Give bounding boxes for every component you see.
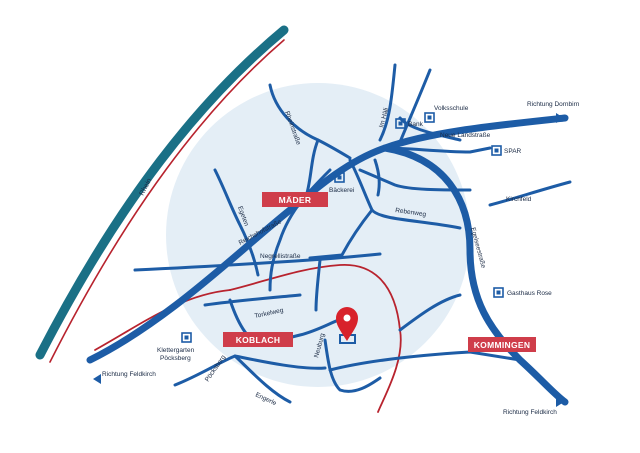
poi-gasthaus-rose: Gasthaus Rose bbox=[493, 287, 552, 298]
climbing-icon bbox=[181, 332, 192, 343]
svg-text:KOMMINGEN: KOMMINGEN bbox=[474, 340, 531, 350]
restaurant-icon bbox=[493, 287, 504, 298]
poi-spar: SPAR bbox=[491, 145, 522, 156]
direction-feldkirch-right: Richtung Feldkirch bbox=[503, 397, 564, 416]
svg-text:KOBLACH: KOBLACH bbox=[236, 335, 281, 345]
school-icon bbox=[424, 112, 435, 123]
svg-text:Richtung Feldkirch: Richtung Feldkirch bbox=[102, 371, 156, 378]
svg-text:Richtung Feldkirch: Richtung Feldkirch bbox=[503, 409, 557, 416]
svg-text:Gasthaus Rose: Gasthaus Rose bbox=[507, 290, 552, 297]
bakery-icon bbox=[334, 172, 345, 183]
street-label: Negrellistraße bbox=[260, 253, 301, 260]
direction-arrow-icon bbox=[556, 113, 564, 123]
river-bank-line bbox=[49, 39, 285, 363]
main-road bbox=[86, 114, 569, 364]
street-label: Im Häli bbox=[378, 107, 390, 128]
location-pin-icon bbox=[336, 307, 358, 344]
svg-text:Richtung Dornbirn: Richtung Dornbirn bbox=[527, 101, 580, 108]
bank-icon bbox=[395, 118, 406, 129]
poi-volksschule: Volksschule bbox=[424, 105, 469, 123]
main-road bbox=[381, 144, 569, 406]
place-koblach: KOBLACH bbox=[223, 332, 293, 347]
area-circle bbox=[166, 83, 470, 387]
direction-arrow-icon bbox=[93, 374, 101, 384]
svg-text:Bank: Bank bbox=[408, 121, 424, 128]
direction-arrow-icon bbox=[556, 397, 564, 407]
poi-klettergarten: Klettergarten Pöcksberg bbox=[157, 332, 195, 362]
street-label: Engerle bbox=[254, 391, 278, 407]
railway-line bbox=[229, 264, 402, 413]
svg-text:Volksschule: Volksschule bbox=[434, 105, 469, 112]
place-kommingen: KOMMINGEN bbox=[468, 337, 536, 352]
direction-dornbirn: Richtung Dornbirn bbox=[527, 101, 580, 123]
street-label: Neue Landstraße bbox=[440, 132, 491, 139]
svg-text:SPAR: SPAR bbox=[504, 148, 522, 155]
svg-text:Bäckerei: Bäckerei bbox=[329, 187, 354, 194]
river-rhein bbox=[35, 25, 289, 360]
svg-text:MÄDER: MÄDER bbox=[279, 195, 312, 205]
direction-feldkirch-left: Richtung Feldkirch bbox=[93, 371, 156, 384]
place-maeder: MÄDER bbox=[262, 192, 328, 207]
poi-baeckerei: Bäckerei bbox=[329, 172, 354, 194]
poi-bank: Bank bbox=[395, 118, 424, 129]
svg-text:Klettergarten: Klettergarten bbox=[157, 347, 195, 354]
shop-icon bbox=[491, 145, 502, 156]
street-label: Rebenweg bbox=[395, 207, 427, 218]
svg-text:Pöcksberg: Pöcksberg bbox=[160, 355, 191, 362]
street-label: Kirchfeld bbox=[506, 196, 532, 203]
